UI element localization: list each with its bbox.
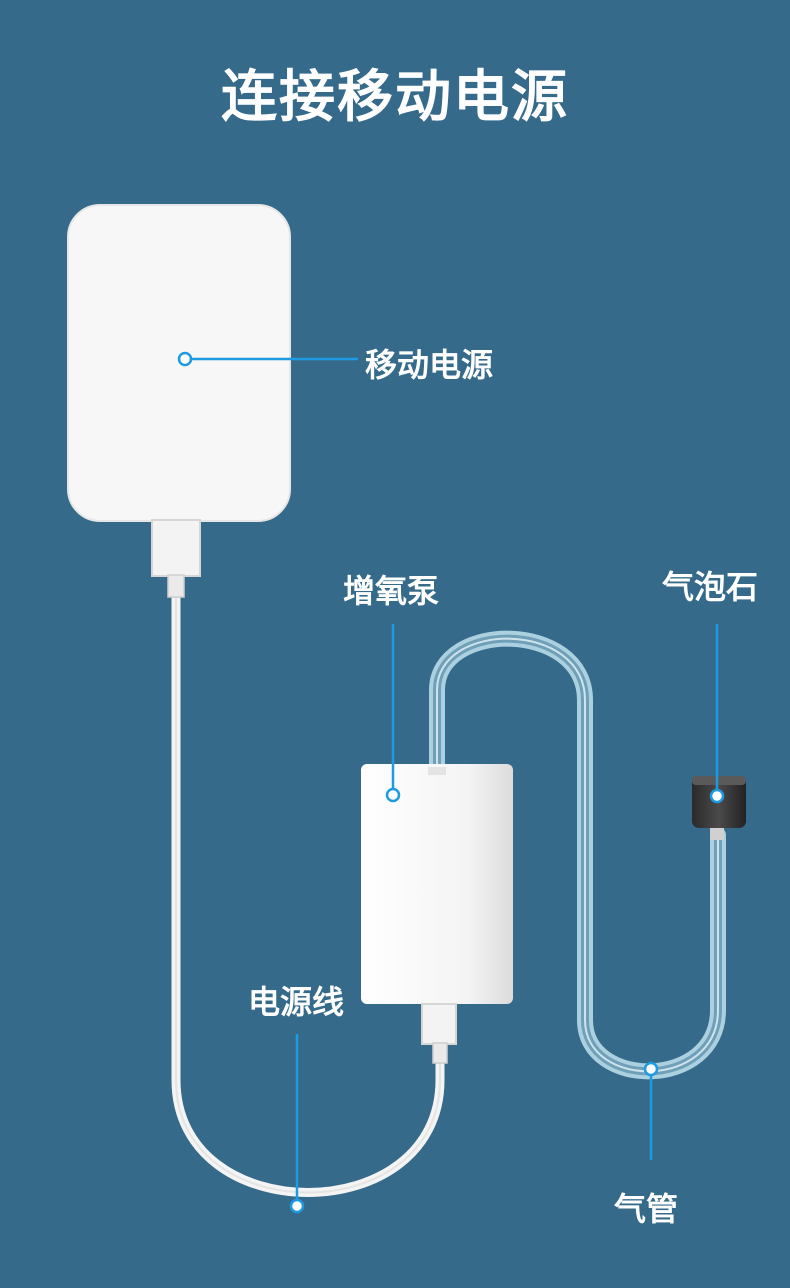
air-stone bbox=[692, 776, 746, 840]
page-title: 连接移动电源 bbox=[0, 52, 790, 133]
label-air-tube: 气管 bbox=[614, 1184, 678, 1230]
callout-air-stone bbox=[711, 624, 723, 802]
label-power-bank: 移动电源 bbox=[365, 340, 493, 386]
usb-plug-top bbox=[152, 520, 200, 597]
callout-power-cable bbox=[291, 1034, 303, 1212]
label-air-pump: 增氧泵 bbox=[343, 566, 439, 612]
air-pump bbox=[361, 764, 513, 1004]
usb-plug-bottom bbox=[422, 1004, 456, 1063]
label-air-stone: 气泡石 bbox=[662, 562, 758, 608]
label-power-cable: 电源线 bbox=[248, 977, 344, 1023]
